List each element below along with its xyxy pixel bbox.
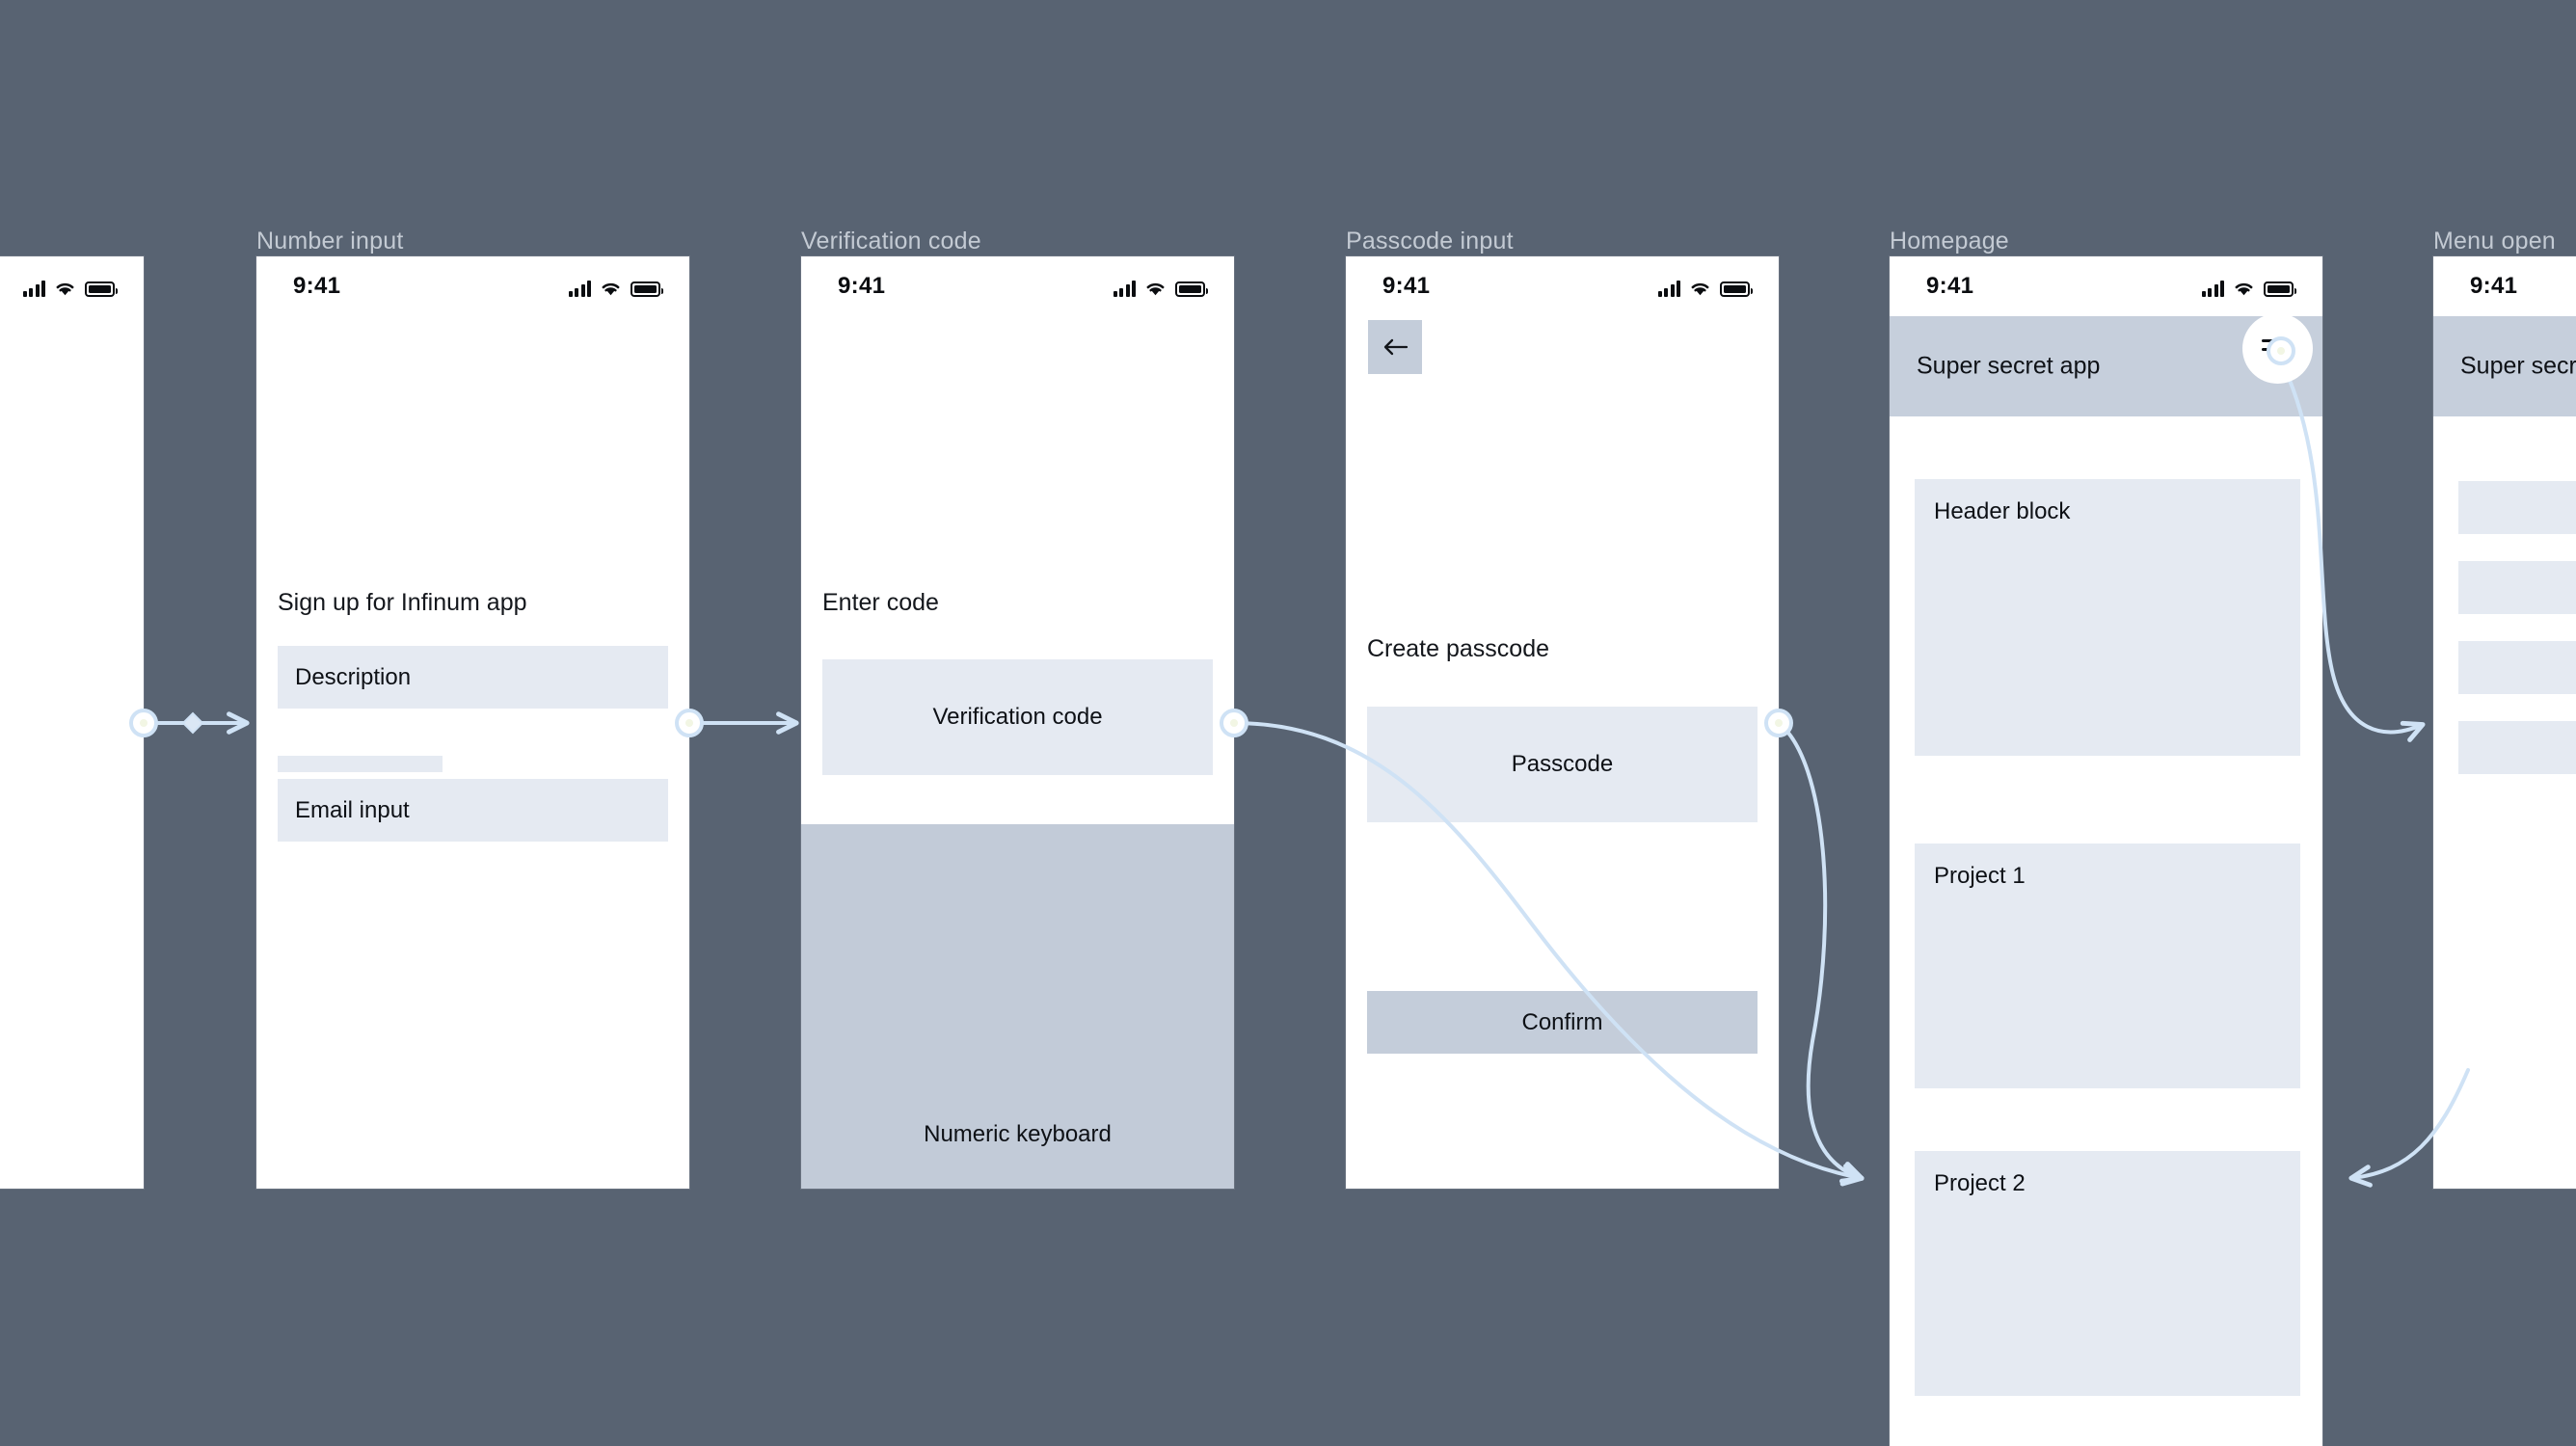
signal-icon xyxy=(1657,281,1680,297)
header-block[interactable]: Header block xyxy=(1915,479,2300,756)
wifi-icon xyxy=(2233,281,2255,297)
page-title: Create passcode xyxy=(1367,635,1550,662)
app-bar-title: Super secret app xyxy=(2460,352,2576,380)
status-bar: 9:41 xyxy=(0,256,144,316)
confirm-button[interactable]: Confirm xyxy=(1367,991,1758,1054)
verification-code-field-label: Verification code xyxy=(932,704,1103,730)
frame-menu-open[interactable]: 9:41 Super secret app xyxy=(2433,256,2576,1189)
description-field-label: Description xyxy=(295,663,412,690)
wifi-icon xyxy=(54,281,76,297)
status-icons xyxy=(568,276,663,297)
back-button[interactable] xyxy=(1368,320,1422,374)
battery-icon xyxy=(631,281,663,297)
status-time: 9:41 xyxy=(1926,273,1974,299)
battery-icon xyxy=(1175,281,1208,297)
app-bar: Super secret app xyxy=(2433,316,2576,416)
alphabetical-keyboard-label: Alphabetical keyboard xyxy=(1448,1121,1677,1147)
project-1-block[interactable]: Project 1 xyxy=(1915,844,2300,1088)
project-1-label: Project 1 xyxy=(1934,863,2026,889)
email-field[interactable]: Email input xyxy=(278,779,668,842)
connector-clipped-to-number-input xyxy=(129,709,250,737)
description-field[interactable]: Description xyxy=(278,646,668,709)
numeric-keyboard[interactable]: Numeric keyboard xyxy=(801,824,1234,1189)
wifi-icon xyxy=(1144,281,1167,297)
frame-label-number-input: Number input xyxy=(256,228,404,254)
wifi-icon xyxy=(1689,281,1711,297)
status-bar: 9:41 xyxy=(256,256,689,316)
connector-passcode-to-homepage xyxy=(1764,709,1865,1184)
status-bar: 9:41 xyxy=(2433,256,2576,316)
frame-label-menu-open: Menu open xyxy=(2433,228,2556,254)
frame-passcode-input[interactable]: 9:41 Create passcode Passcode Confirm Al… xyxy=(1346,256,1779,1189)
menu-item-2[interactable] xyxy=(2458,561,2576,614)
menu-item-4[interactable] xyxy=(2458,721,2576,774)
frame-clipped-left[interactable]: 9:41 xyxy=(0,256,144,1189)
page-title: Enter code xyxy=(822,589,939,616)
passcode-field-label: Passcode xyxy=(1511,751,1614,777)
app-bar-title: Super secret app xyxy=(1917,352,2101,380)
frame-label-verification-code: Verification code xyxy=(801,228,981,254)
passcode-field[interactable]: Passcode xyxy=(1367,707,1758,822)
battery-icon xyxy=(1720,281,1753,297)
battery-icon xyxy=(2264,281,2296,297)
numeric-keyboard-label: Numeric keyboard xyxy=(924,1121,1112,1147)
connector-number-input-to-verification xyxy=(675,709,799,737)
status-time: 9:41 xyxy=(293,273,341,299)
verification-code-field[interactable]: Verification code xyxy=(822,659,1213,775)
status-bar: 9:41 xyxy=(1890,256,2322,316)
email-field-label-bar xyxy=(278,756,443,772)
project-2-label: Project 2 xyxy=(1934,1170,2026,1196)
menu-connector-origin xyxy=(2267,336,2295,365)
frame-label-passcode-input: Passcode input xyxy=(1346,228,1514,254)
status-icons xyxy=(2201,276,2296,297)
signal-icon xyxy=(22,281,45,297)
status-time: 9:41 xyxy=(2470,273,2518,299)
status-bar: 9:41 xyxy=(1346,256,1779,316)
header-block-label: Header block xyxy=(1934,498,2071,524)
status-time: 9:41 xyxy=(838,273,886,299)
confirm-button-label: Confirm xyxy=(1521,1008,1603,1035)
status-bar: 9:41 xyxy=(801,256,1234,316)
menu-item-1[interactable] xyxy=(2458,481,2576,534)
battery-icon xyxy=(85,281,118,297)
frame-homepage[interactable]: 9:41 Super secret app Header block Proje… xyxy=(1890,256,2322,1446)
status-icons xyxy=(1657,276,1753,297)
frame-number-input[interactable]: 9:41 Sign up for Infinum app Description… xyxy=(256,256,689,1189)
status-icons xyxy=(22,276,118,297)
back-arrow-icon xyxy=(1381,336,1409,358)
status-time: 9:41 xyxy=(1382,273,1431,299)
wifi-icon xyxy=(600,281,622,297)
page-title: Sign up for Infinum app xyxy=(278,589,527,616)
frame-label-homepage: Homepage xyxy=(1890,228,2009,254)
email-field-label: Email input xyxy=(295,796,410,823)
frame-verification-code[interactable]: 9:41 Enter code Verification code Numeri… xyxy=(801,256,1234,1189)
signal-icon xyxy=(568,281,591,297)
status-icons xyxy=(1113,276,1208,297)
signal-icon xyxy=(1113,281,1136,297)
menu-item-3[interactable] xyxy=(2458,641,2576,694)
signal-icon xyxy=(2201,281,2224,297)
project-2-block[interactable]: Project 2 xyxy=(1915,1151,2300,1396)
